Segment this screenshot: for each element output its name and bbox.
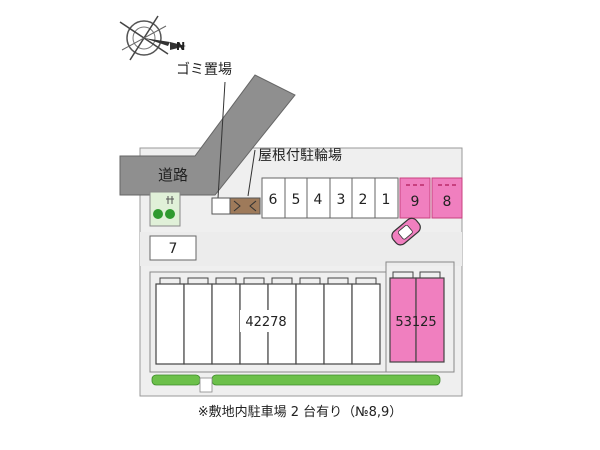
compass-north-label: N: [176, 40, 185, 53]
road: [119, 74, 296, 196]
covered-parking: [261, 177, 399, 219]
car-icon: [391, 217, 421, 246]
building-right: [385, 261, 455, 373]
parking-number-pink: 9: [411, 194, 420, 210]
parking-7: [149, 235, 197, 261]
parking-number: 2: [359, 192, 368, 208]
parking-number: 4: [314, 192, 323, 208]
parking-number: 5: [292, 192, 301, 208]
road-label: 道路: [158, 166, 188, 184]
tree-icon: [153, 209, 163, 219]
tree-icon: [165, 209, 175, 219]
tenant-parking: [399, 177, 463, 219]
parking-number: 3: [337, 192, 346, 208]
parking-number: 7: [169, 241, 178, 257]
building-id-left: 42278: [245, 315, 286, 330]
parking-number: 1: [382, 192, 391, 208]
footnote: ※敷地内駐車場 2 台有り（№8,9）: [197, 405, 403, 420]
hedge: [211, 374, 441, 386]
hedge: [151, 374, 201, 386]
bike-parking: [229, 197, 261, 215]
green-area: [149, 191, 181, 227]
bike-parking-label: 屋根付駐輪場: [258, 147, 342, 164]
garbage-area: [211, 197, 231, 215]
building-id-right: 53125: [395, 315, 436, 330]
parking-number: 6: [269, 192, 278, 208]
parking-number-pink: 8: [443, 194, 452, 210]
compass-icon: [119, 15, 186, 61]
garbage-label: ゴミ置場: [176, 61, 232, 78]
